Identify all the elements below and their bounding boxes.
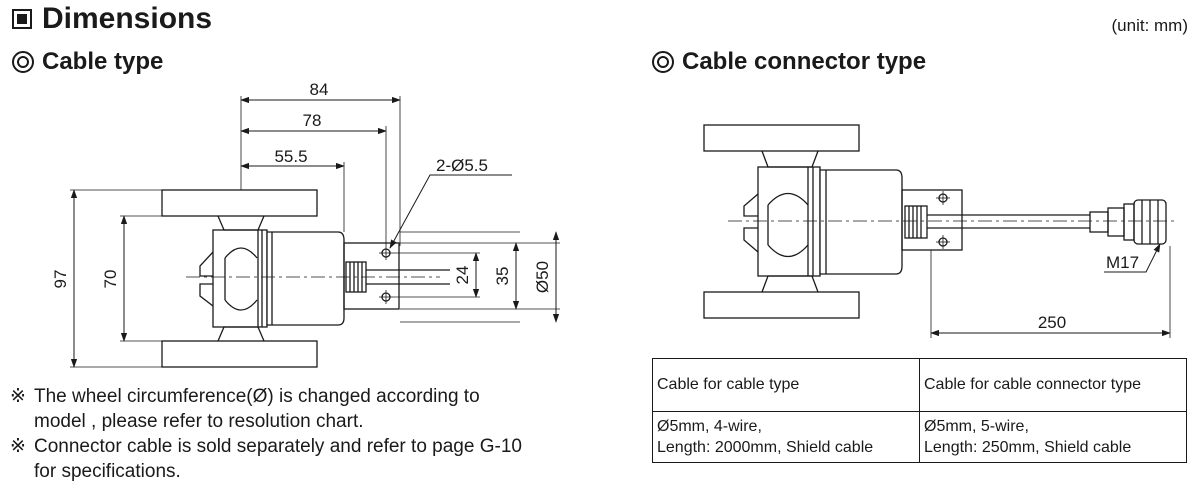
label-24: 24 (453, 266, 472, 285)
table-cell-cable-type: Ø5mm, 4-wire, Length: 2000mm, Shield cab… (652, 411, 920, 463)
note-line: for specifications. (34, 461, 181, 482)
encoder-housing (819, 169, 903, 275)
notes: ※ The wheel circumference(Ø) is changed … (10, 384, 630, 484)
flange-plate (901, 189, 963, 251)
section-title-cable-type: Cable type (12, 48, 163, 76)
label-70: 70 (101, 270, 120, 289)
left-ear-top (199, 251, 214, 277)
table-header-cable-type: Cable for cable type (652, 358, 920, 412)
cell-line: Length: 2000mm, Shield cable (657, 439, 874, 456)
note-line: The wheel circumference(Ø) is changed ac… (34, 386, 480, 407)
label-hole: 2-Ø5.5 (436, 156, 488, 175)
cable-spec-table: Cable for cable type Cable for cable con… (652, 358, 1187, 463)
cable-gland (904, 205, 928, 239)
cell-line: Ø5mm, 5-wire, (924, 418, 1029, 435)
connector-sleeve (1089, 211, 1109, 233)
note-line: model , please refer to resolution chart… (34, 411, 364, 432)
cell-line: Length: 250mm, Shield cable (924, 439, 1132, 456)
label-78: 78 (303, 111, 322, 130)
body-block (212, 229, 268, 328)
label-97: 97 (51, 270, 70, 289)
top-wheel (161, 189, 318, 217)
label-55-5: 55.5 (274, 147, 307, 166)
body-block (757, 166, 821, 277)
top-wheel (703, 124, 860, 152)
flange-plate (343, 242, 400, 310)
connector-type-drawing (703, 124, 1176, 338)
section-title-connector-type-text: Cable connector type (682, 48, 927, 75)
bottom-wheel (703, 291, 860, 319)
double-circle-icon (12, 51, 34, 73)
note-mark: ※ (10, 436, 26, 457)
bottom-hub (217, 326, 265, 342)
note-item: ※ Connector cable is sold separately and… (10, 434, 630, 484)
table-row: Ø5mm, 4-wire, Length: 2000mm, Shield cab… (652, 411, 1187, 463)
cell-line: Ø5mm, 4-wire, (657, 418, 762, 435)
cable-type-drawing (70, 96, 560, 368)
table-header-connector-type: Cable for cable connector type (919, 358, 1187, 412)
label-thread: M17 (1106, 253, 1139, 272)
section-title-connector-type: Cable connector type (652, 48, 926, 76)
dome (767, 192, 809, 206)
square-bullet-icon (12, 9, 32, 29)
note-line: Connector cable is sold separately and r… (34, 436, 522, 457)
page-title-text: Dimensions (42, 2, 213, 35)
table-cell-connector-type: Ø5mm, 5-wire, Length: 250mm, Shield cabl… (919, 411, 1187, 463)
dome (224, 247, 258, 259)
table-header-row: Cable for cable type Cable for cable con… (652, 358, 1187, 412)
leader-thread (1104, 243, 1161, 273)
double-circle-icon (652, 51, 674, 73)
encoder-housing (266, 231, 345, 326)
label-35: 35 (493, 267, 512, 286)
unit-note: (unit: mm) (1111, 16, 1189, 35)
page-title: Dimensions (12, 2, 212, 36)
label-84: 84 (310, 80, 329, 99)
label-250: 250 (1038, 313, 1066, 332)
note-item: ※ The wheel circumference(Ø) is changed … (10, 384, 630, 434)
label-50: Ø50 (533, 261, 552, 293)
top-hub (217, 215, 265, 231)
note-mark: ※ (10, 386, 26, 407)
bottom-wheel (161, 340, 318, 368)
leader-hole (389, 174, 512, 249)
section-title-cable-type-text: Cable type (42, 48, 164, 75)
left-ear-bottom (199, 283, 214, 307)
